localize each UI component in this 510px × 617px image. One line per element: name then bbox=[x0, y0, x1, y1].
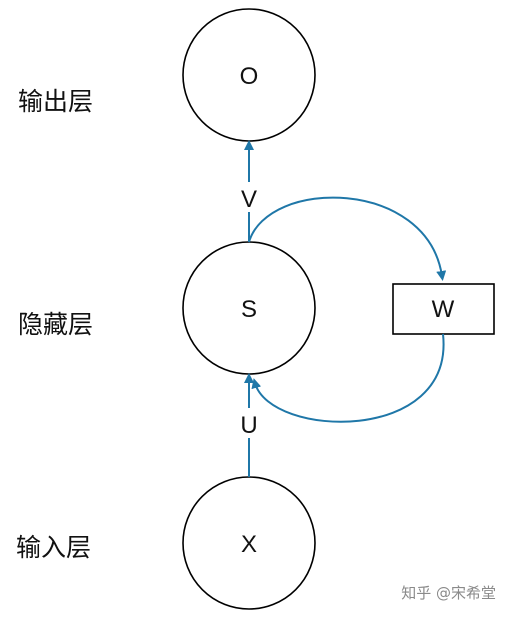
edge-v-label-bg bbox=[237, 182, 261, 212]
node-w-box bbox=[392, 283, 495, 335]
edge-w-to-s-curve bbox=[251, 333, 445, 423]
node-s-label: S bbox=[241, 296, 257, 323]
edge-u-label-bg bbox=[237, 408, 261, 438]
input-layer-label: 输入层 bbox=[16, 533, 92, 562]
node-o-label: O bbox=[240, 63, 259, 90]
edge-u-label: U bbox=[240, 412, 257, 439]
edge-v-label: V bbox=[241, 186, 257, 213]
output-layer-label: 输出层 bbox=[18, 87, 94, 116]
node-w-label: W bbox=[432, 296, 455, 323]
edge-s-to-w-curve bbox=[248, 196, 447, 281]
watermark: 知乎 @宋希堂 bbox=[401, 584, 496, 602]
hidden-layer-label: 隐藏层 bbox=[18, 310, 94, 339]
node-x-label: X bbox=[241, 531, 257, 558]
